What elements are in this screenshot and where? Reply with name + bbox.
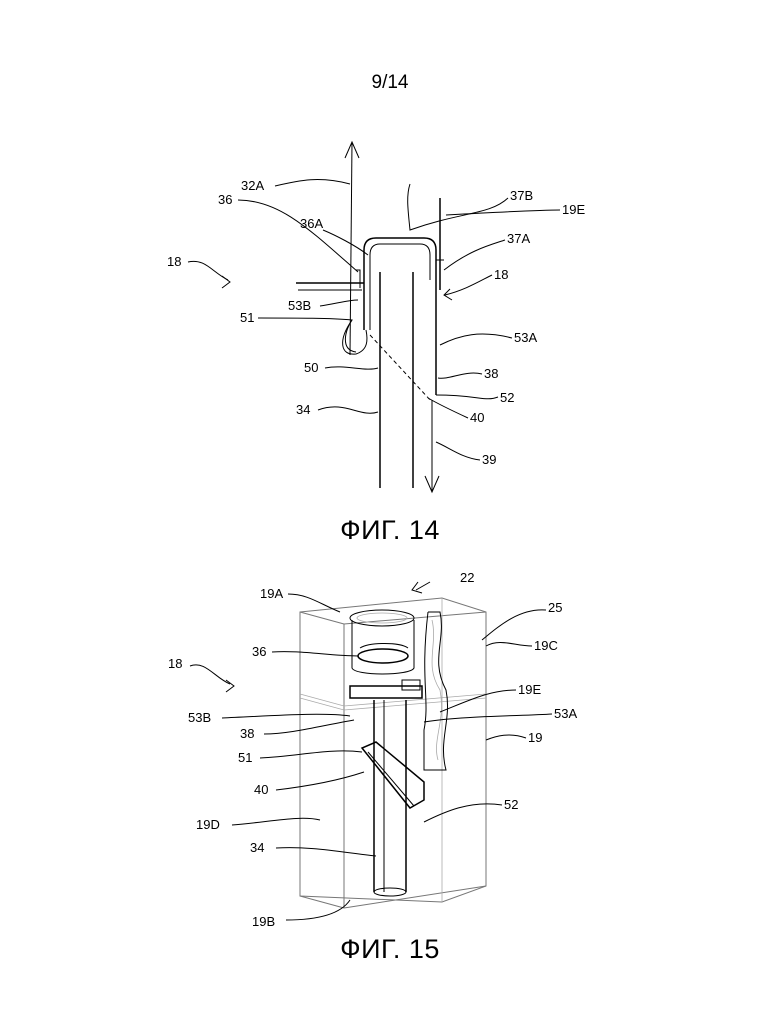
label-19C: 19C — [534, 638, 558, 653]
label-36A: 36A — [300, 216, 323, 231]
label-34: 34 — [296, 402, 310, 417]
label-19B: 19B — [252, 914, 275, 929]
label-40: 40 — [470, 410, 484, 425]
label-19A: 19A — [260, 586, 283, 601]
label-53B: 53B — [188, 710, 211, 725]
label-38: 38 — [484, 366, 498, 381]
label-19D: 19D — [196, 817, 220, 832]
label-52: 52 — [500, 390, 514, 405]
label-19E: 19E — [518, 682, 541, 697]
label-25: 25 — [548, 600, 562, 615]
label-36: 36 — [218, 192, 232, 207]
figure-14-title: ФИГ. 14 — [0, 515, 780, 546]
figure-15-drawing: 22 19A 25 19C 18 36 19E 53B 53A 38 19 51… — [0, 560, 780, 940]
label-53A: 53A — [514, 330, 537, 345]
label-39: 39 — [482, 452, 496, 467]
label-18-left: 18 — [167, 254, 181, 269]
label-50: 50 — [304, 360, 318, 375]
label-37B: 37B — [510, 188, 533, 203]
label-34: 34 — [250, 840, 264, 855]
label-37A: 37A — [507, 231, 530, 246]
label-36: 36 — [252, 644, 266, 659]
label-19: 19 — [528, 730, 542, 745]
label-22: 22 — [460, 570, 474, 585]
figure-14-drawing: 32A 36 36A 18 53B 51 50 34 37B 19E 37A 1… — [0, 0, 780, 520]
label-38: 38 — [240, 726, 254, 741]
label-53B: 53B — [288, 298, 311, 313]
label-52: 52 — [504, 797, 518, 812]
label-53A: 53A — [554, 706, 577, 721]
label-18-right: 18 — [494, 267, 508, 282]
label-51: 51 — [240, 310, 254, 325]
label-32A: 32A — [241, 178, 264, 193]
label-40: 40 — [254, 782, 268, 797]
label-51: 51 — [238, 750, 252, 765]
label-19E: 19E — [562, 202, 585, 217]
label-18: 18 — [168, 656, 182, 671]
figure-15-title: ФИГ. 15 — [0, 934, 780, 965]
